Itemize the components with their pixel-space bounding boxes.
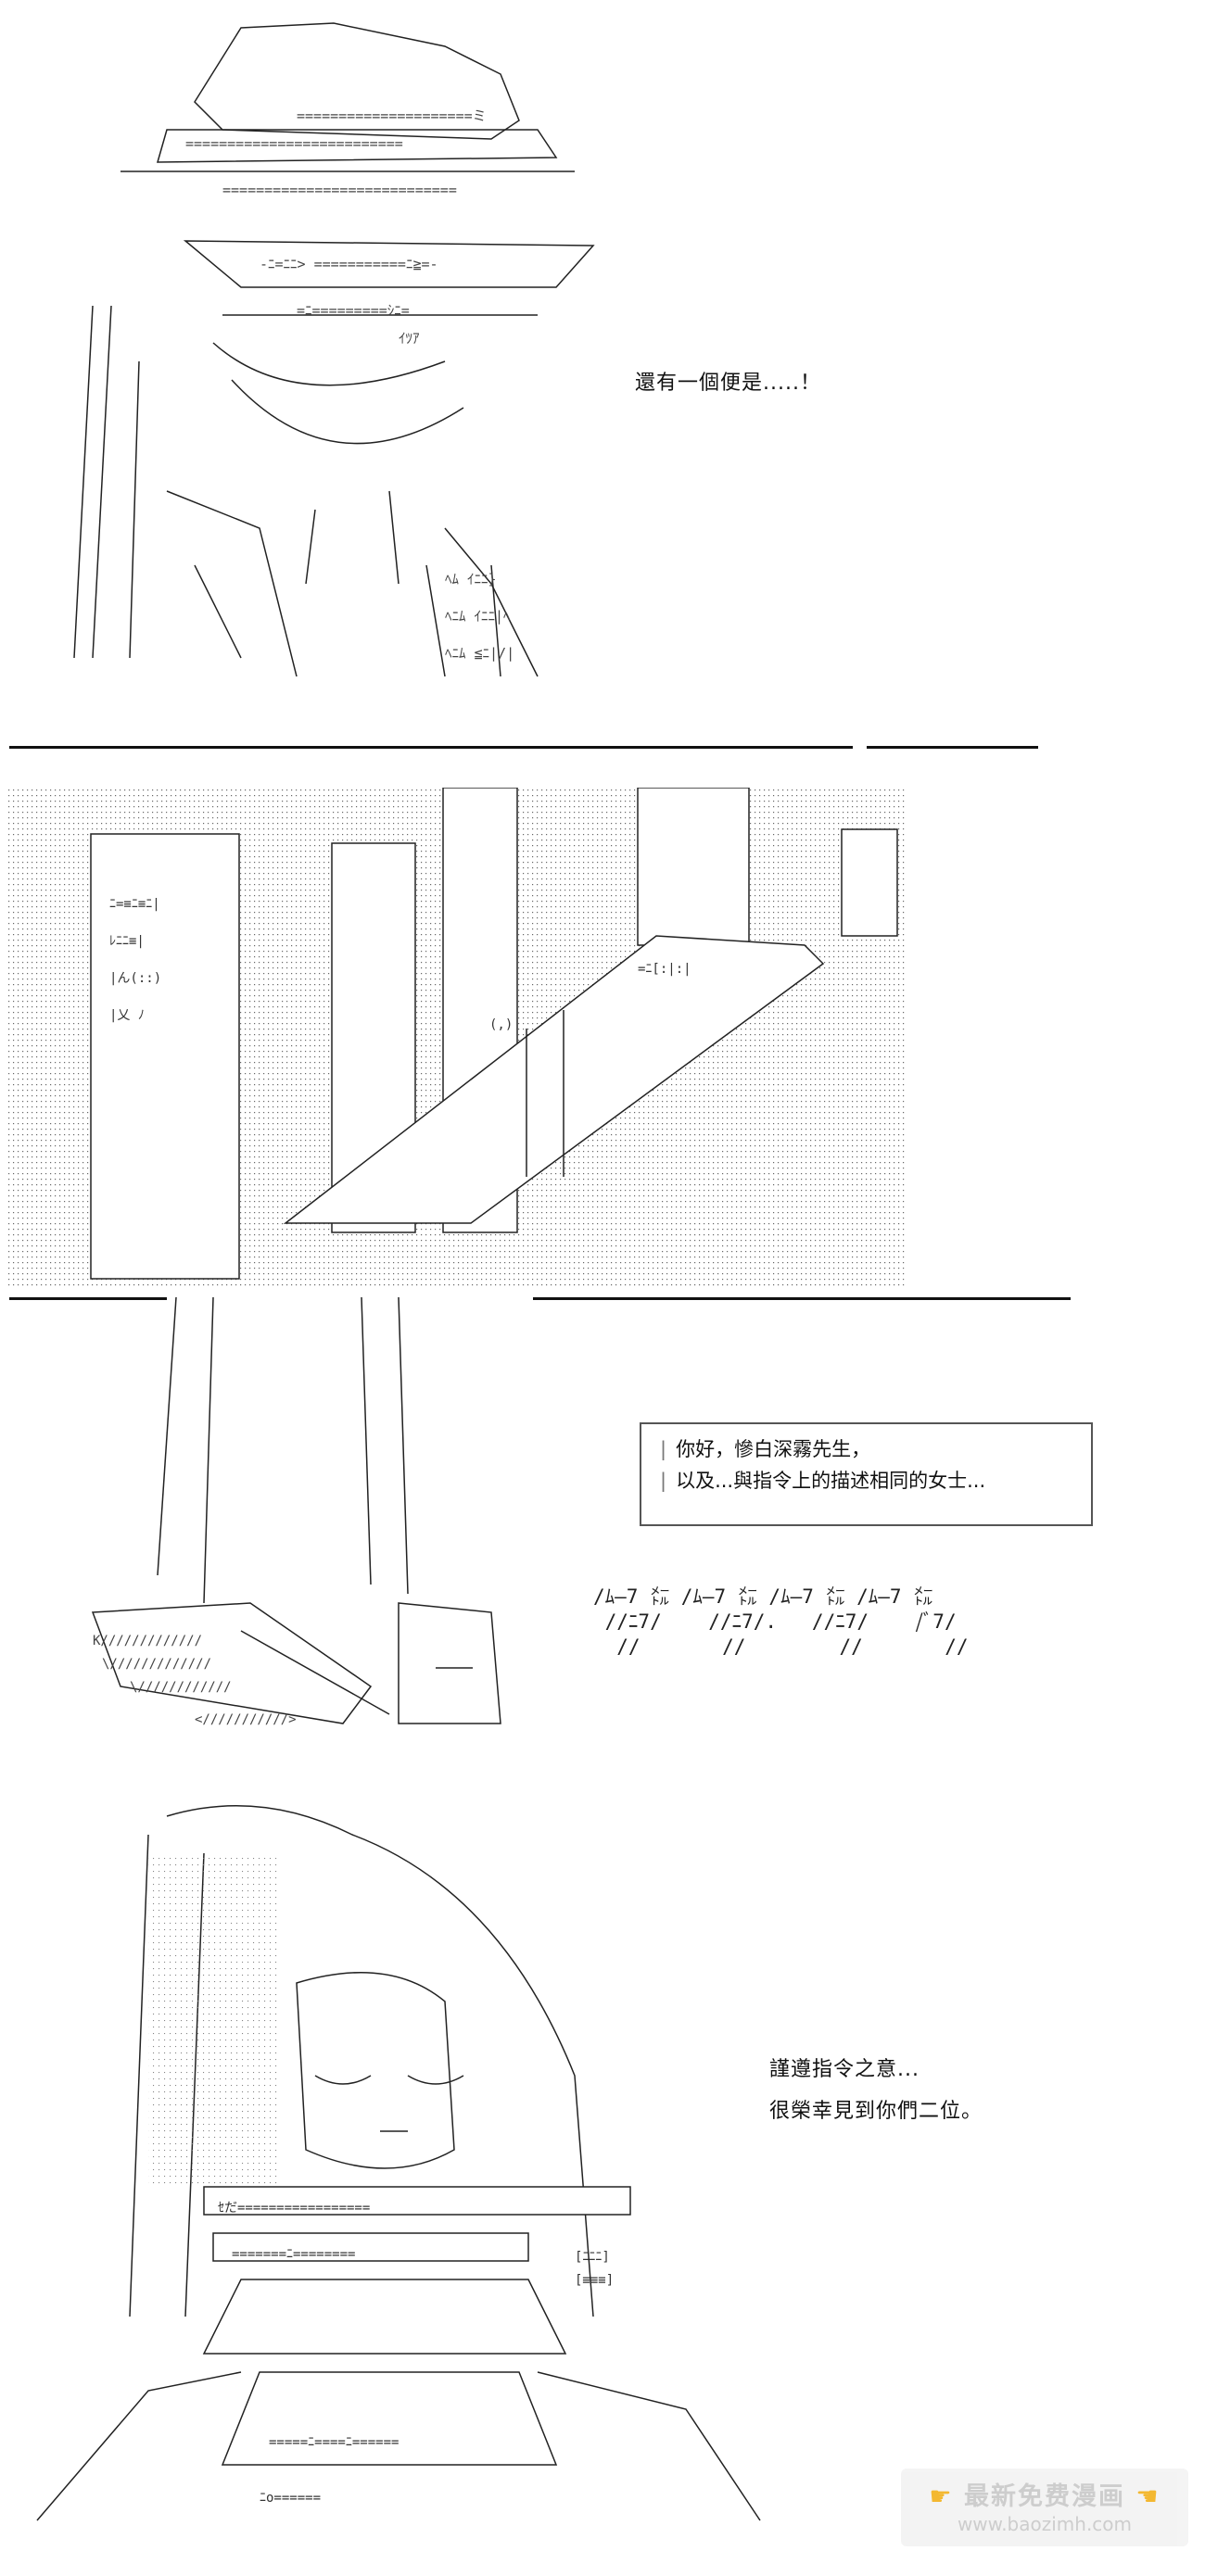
panel-3-artwork: K///////////// \///////////// \/////////… xyxy=(65,1297,584,1742)
doorway-scene-drawing: ﾆ=≡ﾆ≡ﾆ| ﾚﾆﾆ≡| |ん(::) |乂 ﾉ (,) =ﾆ[:|:| xyxy=(7,788,907,1288)
svg-text:=ﾆ=========ｼﾆ=: =ﾆ=========ｼﾆ= xyxy=(297,302,410,319)
speech-line: 你好，慘白深霧先生， xyxy=(641,1433,1091,1465)
svg-text:(,): (,) xyxy=(489,1017,513,1032)
panel-4-caption-line: 很榮幸見到你們二位。 xyxy=(769,2100,983,2123)
svg-text:ﾚﾆﾆ≡|: ﾚﾆﾆ≡| xyxy=(109,934,145,949)
svg-text:[ﾆﾆﾆ]: [ﾆﾆﾆ] xyxy=(575,2250,610,2265)
svg-text:|ん(::): |ん(::) xyxy=(109,971,161,986)
site-watermark: ☛ 最新免费漫画 ☚ www.baozimh.com xyxy=(901,2469,1188,2546)
svg-text:ﾍﾆﾑ ｲﾆﾆ|ﾍ: ﾍﾆﾑ ｲﾆﾆ|ﾍ xyxy=(445,608,511,625)
svg-text:ﾆ=≡ﾆ≡ﾆ|: ﾆ=≡ﾆ≡ﾆ| xyxy=(109,897,160,912)
svg-text:\////////////: \//////////// xyxy=(130,1680,232,1695)
chant-text-line: // // // // xyxy=(593,1635,969,1658)
svg-text:<///////////>: <///////////> xyxy=(195,1712,297,1727)
svg-text:ﾍﾆﾑ ≦ﾆ|/|: ﾍﾆﾑ ≦ﾆ|/| xyxy=(445,645,514,662)
pointing-hand-icon: ☚ xyxy=(1135,2482,1161,2511)
svg-text:ｾだ=================: ｾだ================= xyxy=(218,2201,370,2216)
svg-text:\/////////////: \///////////// xyxy=(102,1657,211,1672)
speech-box: 你好，慘白深霧先生， 以及...與指令上的描述相同的女士... xyxy=(640,1422,1093,1526)
svg-text:============================: ============================ xyxy=(222,182,457,198)
svg-text:K/////////////: K///////////// xyxy=(93,1634,202,1648)
girl-uniform-drawing: ｾだ================= =======ﾆ======== [ﾆﾆ… xyxy=(36,1805,761,2521)
svg-text:=====ﾆ====ﾆ======: =====ﾆ====ﾆ====== xyxy=(269,2435,399,2450)
panel-1-caption: 還有一個便是.....！ xyxy=(635,372,821,395)
svg-text:ｲﾂｱ: ｲﾂｱ xyxy=(399,330,420,347)
chant-text-line: /ﾑ―7 ㍍ /ﾑ―7 ㍍ /ﾑ―7 ㍍ /ﾑ―7 ㍍ xyxy=(593,1585,933,1608)
svg-text:[≡≡≡]: [≡≡≡] xyxy=(575,2273,614,2288)
speech-line: 以及...與指令上的描述相同的女士... xyxy=(641,1465,1091,1496)
watermark-title: ☛ 最新免费漫画 ☚ xyxy=(901,2476,1188,2512)
svg-text:ﾍﾑ ｲﾆﾆ}: ﾍﾑ ｲﾆﾆ} xyxy=(445,571,497,587)
pointing-hand-icon: ☛ xyxy=(929,2482,954,2511)
chant-text-line: //ﾆ7/ //ﾆ7/. //ﾆ7/ /ﾞ7/ xyxy=(593,1610,957,1633)
svg-text:==========================: ========================== xyxy=(185,135,403,152)
svg-text:ﾆo======: ﾆo====== xyxy=(260,2491,321,2506)
panel-1-artwork: =====================ミ =================… xyxy=(56,9,630,695)
svg-text:|乂 ﾉ: |乂 ﾉ xyxy=(109,1008,145,1023)
svg-text:-ﾆ=ﾆﾆ> ===========ﾆ≧=-: -ﾆ=ﾆﾆ> ===========ﾆ≧=- xyxy=(260,256,438,272)
panel-2-artwork: ﾆ=≡ﾆ≡ﾆ| ﾚﾆﾆ≡| |ん(::) |乂 ﾉ (,) =ﾆ[:|:| xyxy=(7,788,934,1288)
panel-4-caption-line: 謹遵指令之意... xyxy=(769,2058,920,2081)
svg-text:=======ﾆ========: =======ﾆ======== xyxy=(232,2247,355,2262)
svg-text:=====================ミ: =====================ミ xyxy=(297,107,487,124)
panel-divider xyxy=(867,746,1038,749)
coat-figure-drawing: K///////////// \///////////// \/////////… xyxy=(91,1297,501,1727)
figure-with-hat-drawing: =====================ミ =================… xyxy=(73,22,595,677)
svg-text:=ﾆ[:|:|: =ﾆ[:|:| xyxy=(638,962,691,977)
panel-4-artwork: ｾだ================= =======ﾆ======== [ﾆﾆ… xyxy=(19,1798,779,2557)
panel-divider xyxy=(533,1297,1071,1300)
panel-divider xyxy=(9,1297,167,1300)
panel-divider xyxy=(9,746,853,749)
watermark-title-text: 最新免费漫画 xyxy=(964,2482,1125,2511)
watermark-url: www.baozimh.com xyxy=(957,2513,1133,2535)
